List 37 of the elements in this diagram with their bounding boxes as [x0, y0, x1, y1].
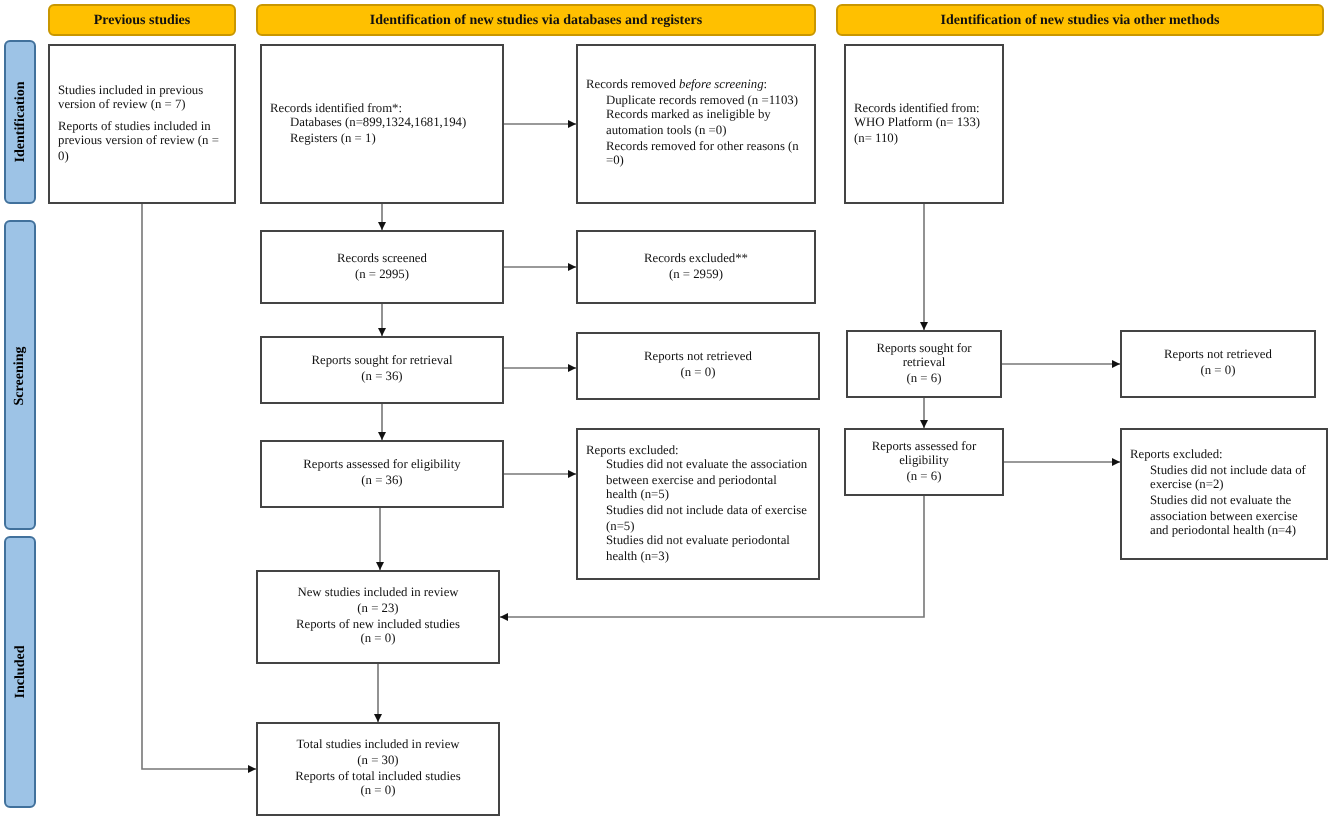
arrow	[920, 397, 928, 429]
arrow	[141, 203, 257, 773]
arrow	[503, 470, 577, 478]
process-box	[844, 44, 1004, 204]
process-box	[576, 332, 820, 400]
process-box	[844, 428, 1004, 496]
process-box	[846, 330, 1002, 398]
phase-band	[4, 220, 36, 530]
arrow	[1003, 458, 1121, 466]
process-box	[260, 336, 504, 404]
process-box	[576, 230, 816, 304]
arrow	[376, 507, 384, 571]
phase-band	[4, 40, 36, 204]
arrow	[378, 203, 386, 231]
phase-band	[4, 536, 36, 808]
process-box	[256, 570, 500, 664]
process-box	[260, 44, 504, 204]
process-box	[1120, 330, 1316, 398]
arrow	[503, 263, 577, 271]
process-box	[48, 44, 236, 204]
process-box	[256, 722, 500, 816]
process-box	[576, 44, 816, 204]
arrow	[503, 364, 577, 372]
arrow	[378, 303, 386, 337]
process-box	[1120, 428, 1328, 560]
section-header	[836, 4, 1324, 36]
arrow	[1001, 360, 1121, 368]
section-header	[256, 4, 816, 36]
process-box	[260, 230, 504, 304]
arrow	[378, 403, 386, 441]
arrow	[503, 120, 577, 128]
process-box	[576, 428, 820, 580]
section-header	[48, 4, 236, 36]
arrow	[499, 495, 925, 621]
arrow	[374, 663, 382, 723]
process-box	[260, 440, 504, 508]
arrow	[920, 203, 928, 331]
